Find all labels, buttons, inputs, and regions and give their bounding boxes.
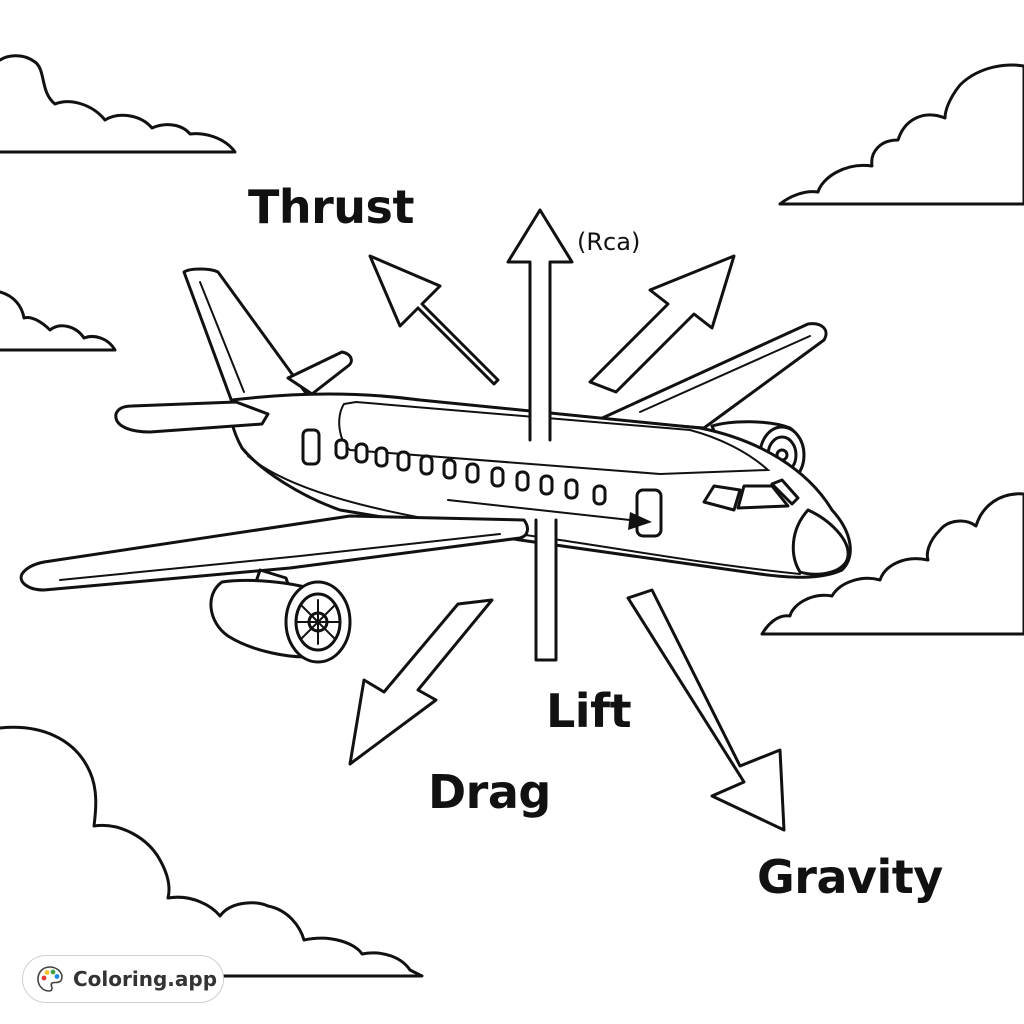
cloud-right xyxy=(760,492,1024,636)
arrow-gravity xyxy=(626,588,786,832)
label-rca: (Rca) xyxy=(577,228,641,256)
palette-icon xyxy=(37,966,63,992)
arrow-thrust xyxy=(368,254,500,386)
watermark-badge[interactable]: Coloring.app xyxy=(22,955,224,1003)
cloud-top-left xyxy=(0,54,237,154)
cloud-top-right xyxy=(778,63,1024,206)
force-arrows xyxy=(348,208,786,832)
arrow-vertical-lower-stem xyxy=(534,518,558,662)
near-wing xyxy=(19,514,529,592)
near-stabilizer xyxy=(114,400,270,434)
far-stabilizer xyxy=(286,350,353,396)
label-gravity: Gravity xyxy=(757,850,943,904)
label-thrust: Thrust xyxy=(248,180,414,234)
arrow-up-vertical xyxy=(506,208,574,442)
passenger-windows xyxy=(334,438,607,506)
label-drag: Drag xyxy=(428,765,551,819)
arrow-upper-right xyxy=(588,254,736,394)
near-engine xyxy=(209,568,352,664)
far-wing xyxy=(596,322,828,430)
cloud-bottom-left xyxy=(0,725,424,978)
arrow-drag xyxy=(348,598,494,766)
watermark-text: Coloring.app xyxy=(73,967,218,991)
tail-fin xyxy=(182,267,310,404)
fuselage-direction-arrow xyxy=(447,499,652,530)
clouds xyxy=(0,54,1024,978)
label-lift: Lift xyxy=(546,684,632,738)
cloud-mid-left xyxy=(0,290,117,352)
